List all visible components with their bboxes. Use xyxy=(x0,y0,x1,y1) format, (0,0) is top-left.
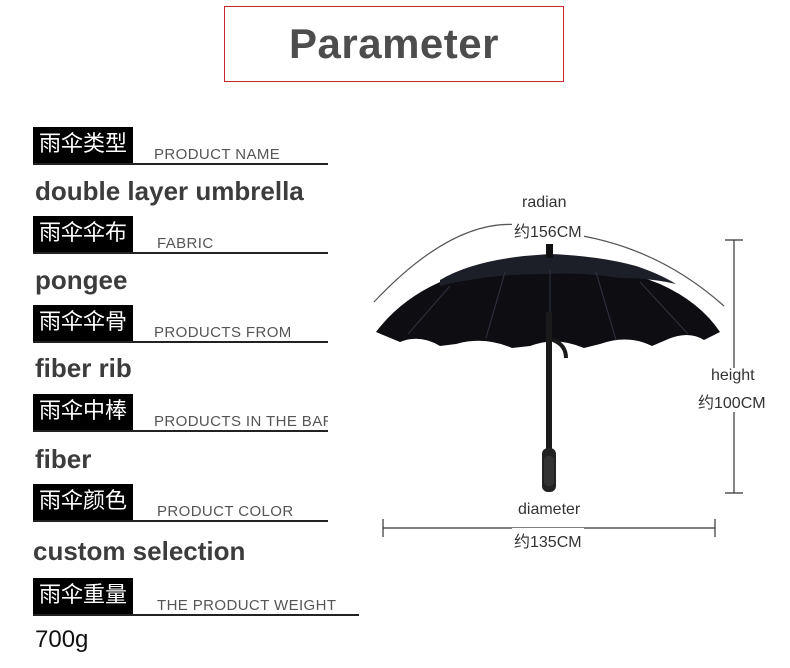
spec-value-products-in-bar: fiber xyxy=(35,444,92,474)
spec-label-en: PRODUCTS IN THE BAR xyxy=(154,413,328,430)
spec-row-product-name: 雨伞类型 PRODUCT NAME xyxy=(33,127,328,165)
page-title: Parameter xyxy=(289,20,499,67)
spec-row-product-color: 雨伞颜色 PRODUCT COLOR xyxy=(33,484,328,522)
umbrella-shaft xyxy=(546,312,552,452)
spec-value-products-from: fiber rib xyxy=(35,353,132,383)
canopy-lower xyxy=(376,262,720,348)
height-value: 约100CM xyxy=(698,395,766,412)
spec-row-products-from: 雨伞伞骨 PRODUCTS FROM xyxy=(33,305,328,343)
spec-label-en: PRODUCT COLOR xyxy=(157,503,294,520)
spec-label-en: THE PRODUCT WEIGHT xyxy=(157,597,337,614)
divider xyxy=(33,520,328,522)
radian-label: radian xyxy=(522,194,567,211)
spec-value-product-name: double layer umbrella xyxy=(35,176,304,206)
title-box: Parameter xyxy=(224,6,564,82)
radian-arc xyxy=(551,231,725,307)
diameter-value: 约135CM xyxy=(512,528,584,552)
canopy-upper xyxy=(440,254,676,286)
divider xyxy=(33,252,328,254)
umbrella-handle xyxy=(542,448,556,492)
spec-label-en: PRODUCTS FROM xyxy=(154,324,292,341)
spec-label-cn: 雨伞中棒 xyxy=(33,394,134,430)
divider xyxy=(33,614,359,616)
spec-value-product-weight: 700g xyxy=(35,626,89,653)
spec-row-product-weight: 雨伞重量 THE PRODUCT WEIGHT xyxy=(33,578,359,616)
spec-row-fabric: 雨伞伞布 FABRIC xyxy=(33,216,328,254)
spec-label-cn: 雨伞伞布 xyxy=(33,216,134,252)
divider xyxy=(33,163,328,165)
spec-label-en: FABRIC xyxy=(157,235,214,252)
spec-label-en: PRODUCT NAME xyxy=(154,146,281,163)
height-label: height xyxy=(711,367,755,384)
radian-value: 约156CM xyxy=(512,218,584,242)
divider xyxy=(33,341,328,343)
spec-value-fabric: pongee xyxy=(35,265,128,295)
divider xyxy=(33,430,328,432)
spec-value-product-color: custom selection xyxy=(33,536,246,566)
spec-label-cn: 雨伞颜色 xyxy=(33,484,134,520)
spec-row-products-in-bar: 雨伞中棒 PRODUCTS IN THE BAR xyxy=(33,394,328,432)
diameter-label: diameter xyxy=(518,501,581,518)
spec-label-cn: 雨伞重量 xyxy=(33,578,134,614)
spec-label-cn: 雨伞伞骨 xyxy=(33,305,134,341)
spec-label-cn: 雨伞类型 xyxy=(33,127,134,163)
